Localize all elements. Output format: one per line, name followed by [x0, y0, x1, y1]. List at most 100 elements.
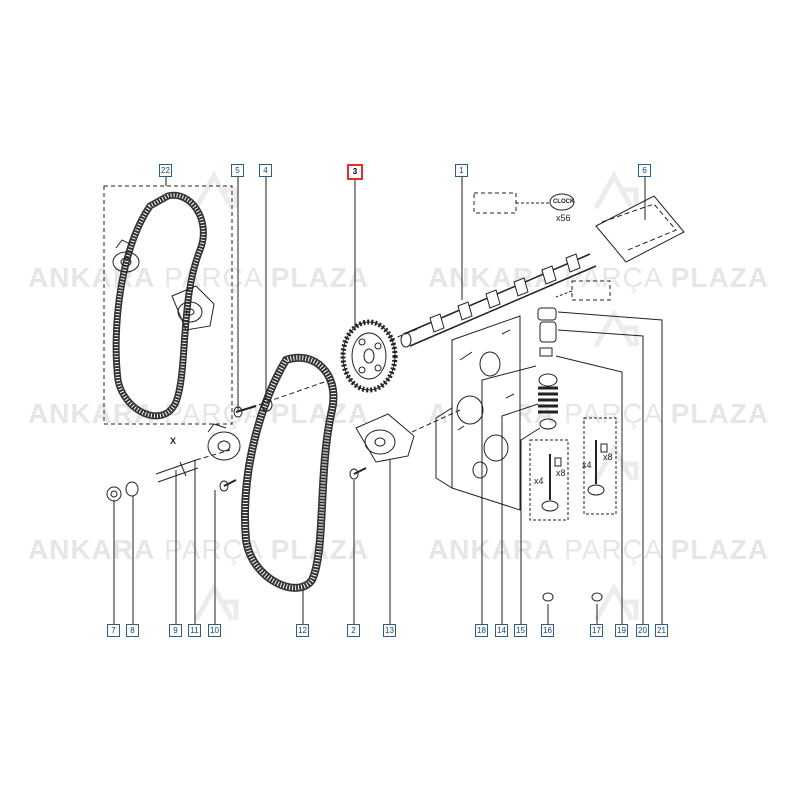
camshaft-lobes: [429, 253, 581, 333]
callout-22[interactable]: 22: [159, 164, 172, 177]
kit-belt-teeth: [114, 193, 206, 418]
quantity-x4-intake: x4: [534, 476, 544, 486]
idler-bracket: [355, 413, 415, 463]
valve-guide-intake: [542, 592, 554, 602]
kit-tensioner-arm: [115, 239, 131, 249]
intake-valve-box: [529, 439, 569, 521]
sprocket-hole: [358, 338, 366, 346]
nut-hole: [110, 490, 118, 498]
idler-pulley: [364, 429, 396, 455]
timing-belt-teeth: [242, 355, 336, 591]
watermark-word-plaza: PLAZA: [270, 262, 370, 293]
callout-6[interactable]: 6: [638, 164, 651, 177]
head-details: [457, 329, 515, 431]
callout-17[interactable]: 17: [590, 624, 603, 637]
watermark-word-plaza: PLAZA: [670, 262, 770, 293]
idler-bolt: [353, 467, 367, 475]
exhaust-valve-head: [587, 484, 605, 496]
clock-logo-text: CLOCK: [553, 199, 575, 205]
watermark-word-ankara: ANKARA: [28, 262, 156, 293]
axis-x-mark: X: [170, 436, 177, 446]
camshaft-nose: [400, 332, 412, 348]
kit-idler-bracket: [171, 285, 215, 331]
exhaust-valve-box: [583, 417, 617, 515]
callout-7[interactable]: 7: [107, 624, 120, 637]
watermark-word-parca: PARÇA: [164, 262, 262, 293]
watermark-word-parca: PARÇA: [564, 398, 662, 429]
callout-14[interactable]: 14: [495, 624, 508, 637]
sprocket-hole: [374, 342, 382, 350]
head-bore: [483, 434, 509, 462]
camshaft-sprocket-teeth: [340, 319, 398, 393]
valve-spring: [538, 386, 558, 414]
cylinder-head-side: [435, 407, 453, 489]
leader-lines-bottom-right: [481, 311, 663, 624]
watermark-word-parca: PARÇA: [564, 534, 662, 565]
assembly-centerlines: [195, 327, 461, 461]
callout-11[interactable]: 11: [188, 624, 201, 637]
callout-15[interactable]: 15: [514, 624, 527, 637]
seal-ring: [549, 193, 575, 211]
callout-9[interactable]: 9: [169, 624, 182, 637]
watermark-right: ANKARA PARÇA PLAZA: [428, 262, 769, 294]
kit-timing-belt: [112, 191, 207, 420]
watermark-logo-marks: [193, 170, 639, 622]
callout-4[interactable]: 4: [259, 164, 272, 177]
kit-idler-pulley: [177, 301, 203, 323]
tensioner-screw-head: [219, 480, 229, 492]
intake-valve-seal: [554, 457, 562, 467]
tensioner-pulley: [207, 431, 241, 461]
quantity-x4-exhaust: x4: [582, 460, 592, 470]
cover-gasket: [595, 195, 685, 263]
intake-valve-head: [541, 500, 559, 512]
shim: [537, 307, 557, 321]
tensioner-hub: [217, 440, 231, 452]
camshaft-sprocket-hub: [363, 348, 375, 364]
watermark-left: ANKARA PARÇA PLAZA: [28, 262, 369, 294]
callout-18[interactable]: 18: [475, 624, 488, 637]
tappet: [539, 321, 557, 343]
idler-bolt-head: [349, 468, 359, 480]
reference-box-top: [473, 192, 517, 214]
callout-13[interactable]: 13: [383, 624, 396, 637]
head-bore: [456, 395, 484, 425]
callout-1[interactable]: 1: [455, 164, 468, 177]
leader-lines-bottom-left: [113, 460, 391, 624]
head-bore: [479, 351, 501, 377]
spring-retainer: [538, 373, 558, 387]
quantity-x8-exhaust: x8: [603, 452, 613, 462]
callout-10[interactable]: 10: [208, 624, 221, 637]
tensioner-arm: [207, 423, 227, 433]
exhaust-valve-seal: [600, 443, 608, 453]
watermark-word-plaza: PLAZA: [670, 398, 770, 429]
quantity-x56: x56: [556, 213, 571, 223]
callout-2[interactable]: 2: [347, 624, 360, 637]
reference-box-mid: [571, 280, 611, 301]
timing-kit-box: [103, 185, 233, 425]
kit-tensioner-hub: [120, 257, 132, 267]
callout-19[interactable]: 19: [615, 624, 628, 637]
quantity-x8-intake: x8: [556, 468, 566, 478]
callout-21[interactable]: 21: [655, 624, 668, 637]
callout-20[interactable]: 20: [636, 624, 649, 637]
callout-8[interactable]: 8: [126, 624, 139, 637]
spring-seat: [539, 418, 557, 430]
idler-hub: [374, 437, 386, 447]
callout-12[interactable]: 12: [296, 624, 309, 637]
kit-idler-hub: [185, 308, 195, 316]
tensioner-screw: [223, 479, 237, 487]
watermark-word-ankara: ANKARA: [428, 534, 556, 565]
head-bore: [472, 461, 488, 479]
watermark-right: ANKARA PARÇA PLAZA: [428, 534, 769, 566]
watermark-word-plaza: PLAZA: [270, 398, 370, 429]
valve-guide-exhaust: [591, 592, 603, 602]
timing-belt: [241, 353, 338, 592]
kit-tensioner-pulley: [112, 251, 140, 273]
callout-3-selected[interactable]: 3: [347, 164, 363, 180]
camshaft-sprocket-web: [351, 332, 387, 380]
watermark-word-plaza: PLAZA: [670, 534, 770, 565]
watermark-word-ankara: ANKARA: [428, 262, 556, 293]
callout-5[interactable]: 5: [231, 164, 244, 177]
valve-collet: [539, 347, 553, 357]
callout-16[interactable]: 16: [541, 624, 554, 637]
